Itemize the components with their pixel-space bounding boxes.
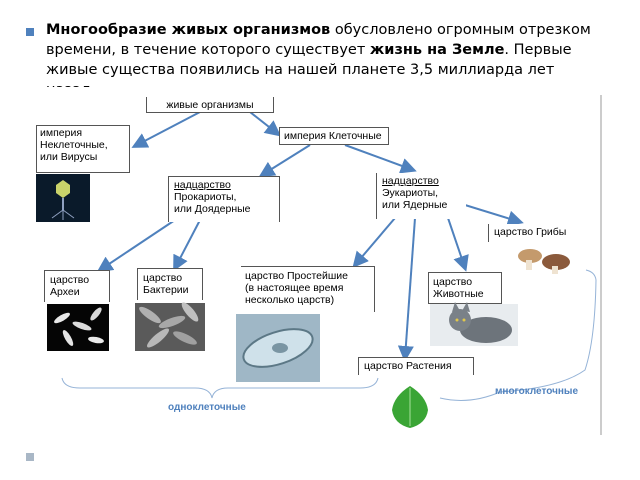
arrow-root-cell [249, 111, 282, 137]
node-fungi: царство Грибы [488, 224, 584, 242]
node-prokaryotes: надцарство Прокариоты, или Доядерные [168, 176, 280, 222]
virus-image [36, 174, 90, 222]
arrow-cell-prokaryotes [258, 144, 311, 178]
paramecium-image [236, 314, 320, 382]
intro-paragraph: Многообразие живых организмов обусловлен… [46, 20, 606, 100]
label-unicellular: одноклеточные [168, 402, 246, 413]
arrow-euk-plants [397, 217, 416, 362]
node-plants: царство Растения [358, 357, 474, 375]
node-animals: царство Животные [428, 272, 502, 304]
node-cell: империя Клеточные [279, 127, 389, 145]
arrow-euk-fungi [464, 204, 524, 227]
arrow-root-noncell [131, 111, 201, 148]
arrow-prok-bacteria [173, 219, 201, 272]
bullet-marker [26, 28, 34, 36]
node-eukaryotes: надцарство Эукариоты, или Ядерные [376, 173, 466, 219]
para-text-2: обусловлено огромным отрезком времени, в… [46, 22, 591, 58]
node-bacteria: царство Бактерии [137, 268, 203, 300]
para-bold-1: Многообразие живых организмов [46, 22, 331, 38]
node-protists: царство Простейшие (в настоящее время не… [241, 266, 375, 312]
archaea-image [47, 304, 109, 351]
arrow-prok-archaea [96, 219, 176, 273]
bacteria-image [135, 302, 205, 351]
arrow-euk-protists [352, 217, 396, 269]
para-bold-3: жизнь на Земле [369, 42, 505, 58]
node-root: живые организмы [146, 97, 274, 113]
arrow-cell-eukaryotes [344, 144, 417, 174]
brace-unicellular [61, 377, 379, 399]
brace-multicellular [439, 269, 597, 401]
cat-image [430, 302, 518, 346]
node-noncell: империя Неклеточные, или Вирусы [36, 125, 130, 173]
arrow-euk-animals [447, 217, 469, 272]
label-multicellular: многоклеточные [495, 386, 579, 397]
bullet-marker-2 [26, 453, 34, 461]
mushroom-image [518, 249, 570, 274]
node-archaea: царство Археи [44, 270, 110, 302]
leaf-image [392, 386, 428, 428]
